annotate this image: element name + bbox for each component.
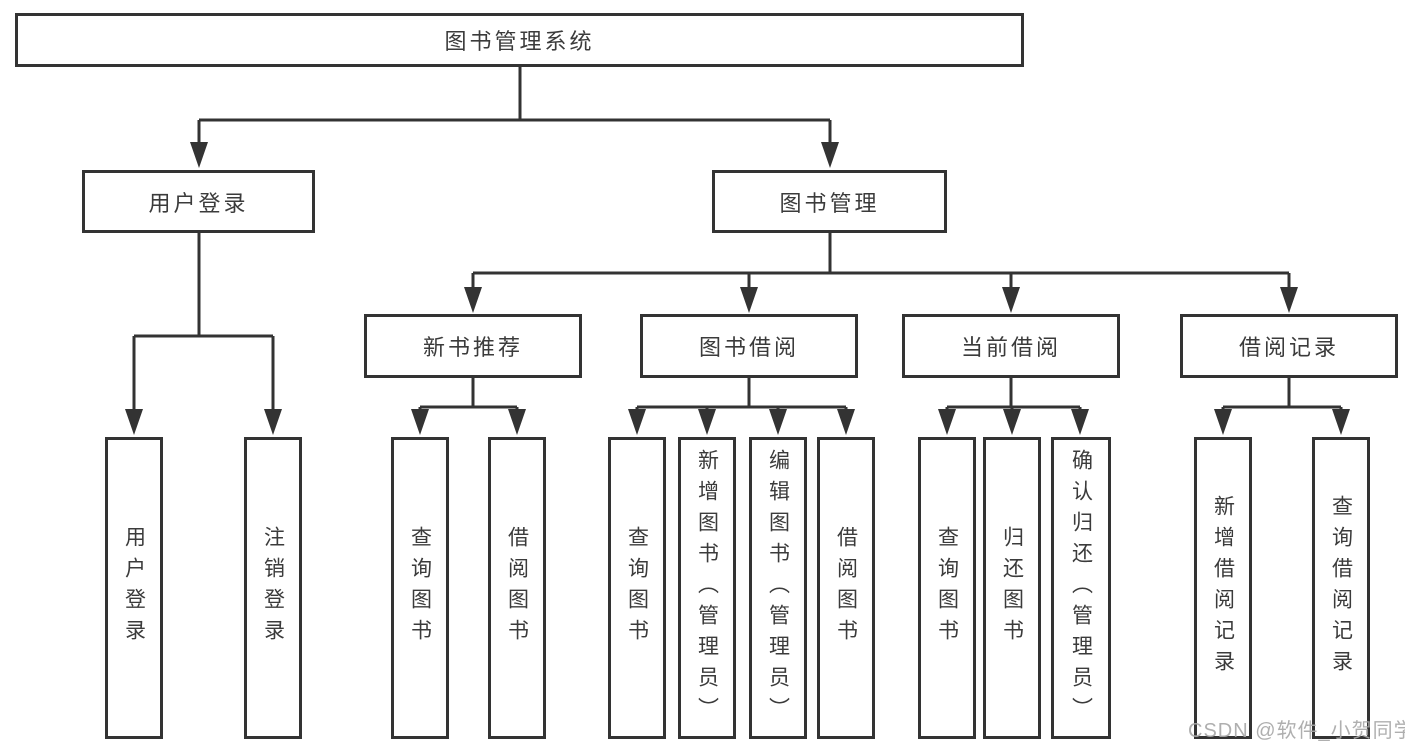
node-label: 图书借阅 [698,335,799,360]
node-label: 借阅图书 [834,526,858,650]
arrowhead-down-icon [464,287,1298,313]
node-new-book-recommend: 新书推荐 [364,314,582,378]
node-label: 当前借阅 [960,335,1061,360]
node-label: 查询借阅记录 [1329,495,1353,681]
node-label: 新增图书（管理员） [695,448,719,728]
leaf-add-book-admin: 新增图书（管理员） [678,437,736,739]
node-current-borrow: 当前借阅 [902,314,1120,378]
node-book-management: 图书管理 [712,170,947,233]
connector-user-login-branch [132,233,275,410]
leaf-add-borrow-record: 新增借阅记录 [1194,437,1252,739]
node-label: 查询图书 [935,526,959,650]
leaf-query-books-recommend: 查询图书 [391,437,449,739]
node-label: 借阅图书 [505,526,529,650]
arrowhead-down-icon [1214,409,1350,435]
csdn-watermark: CSDN @软件_小贺同学 [1188,720,1405,742]
arrowhead-down-icon [938,409,1089,435]
node-label: 查询图书 [625,526,649,650]
leaf-query-borrow-record: 查询借阅记录 [1312,437,1370,739]
node-label: 注销登录 [261,526,285,650]
connector-root-branch [197,67,832,144]
leaf-borrow-books: 借阅图书 [817,437,875,739]
node-label: 用户登录 [148,190,249,216]
node-root-system: 图书管理系统 [15,13,1024,67]
node-label: 归还图书 [1000,526,1024,650]
leaf-confirm-return-admin: 确认归还（管理员） [1051,437,1111,739]
leaf-logout: 注销登录 [244,437,302,739]
connector-book-borrow-branch [635,378,848,410]
node-user-login: 用户登录 [82,170,315,233]
node-label: 新增借阅记录 [1211,495,1235,681]
leaf-query-books-current: 查询图书 [918,437,976,739]
arrowhead-down-icon [411,409,526,435]
connector-current-borrow-branch [945,378,1082,410]
node-label: 新书推荐 [422,335,523,360]
node-label: 用户登录 [122,526,146,650]
connector-borrow-records-branch [1221,378,1343,410]
node-label: 借阅记录 [1238,335,1339,360]
leaf-edit-book-admin: 编辑图书（管理员） [749,437,807,739]
leaf-user-login: 用户登录 [105,437,163,739]
node-label: 编辑图书（管理员） [766,448,790,728]
leaf-borrow-books-recommend: 借阅图书 [488,437,546,739]
node-label: 图书管理系统 [444,29,595,54]
node-borrow-records: 借阅记录 [1180,314,1398,378]
arrowhead-down-icon [628,409,855,435]
node-label: 图书管理 [779,190,880,216]
leaf-return-book: 归还图书 [983,437,1041,739]
node-label: 查询图书 [408,526,432,650]
arrowhead-down-icon [125,409,282,435]
leaf-query-books-borrow: 查询图书 [608,437,666,739]
node-book-borrow: 图书借阅 [640,314,858,378]
node-label: 确认归还（管理员） [1069,448,1093,728]
connector-new-book-recommend-branch [418,378,519,410]
connector-book-management-branch [471,233,1291,288]
arrowhead-down-icon [190,142,839,168]
